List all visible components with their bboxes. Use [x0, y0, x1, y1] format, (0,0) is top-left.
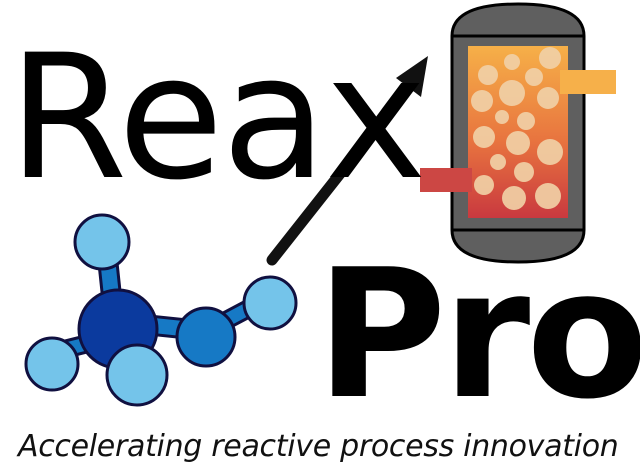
logo-word-pro: Pro [316, 231, 640, 438]
atom-left [24, 336, 80, 392]
atom-top [73, 213, 131, 271]
molecule-icon [24, 213, 298, 407]
atom-bottom [105, 343, 169, 407]
atom-mid-right [175, 306, 237, 368]
atom-far-right [242, 275, 298, 331]
reactor-bubbles [471, 47, 563, 210]
reactor-icon [420, 2, 616, 264]
logo-tagline: Accelerating reactive process innovation [18, 429, 619, 464]
logo-word-reax: Reax [8, 17, 427, 218]
growth-arrow-icon [266, 56, 428, 266]
